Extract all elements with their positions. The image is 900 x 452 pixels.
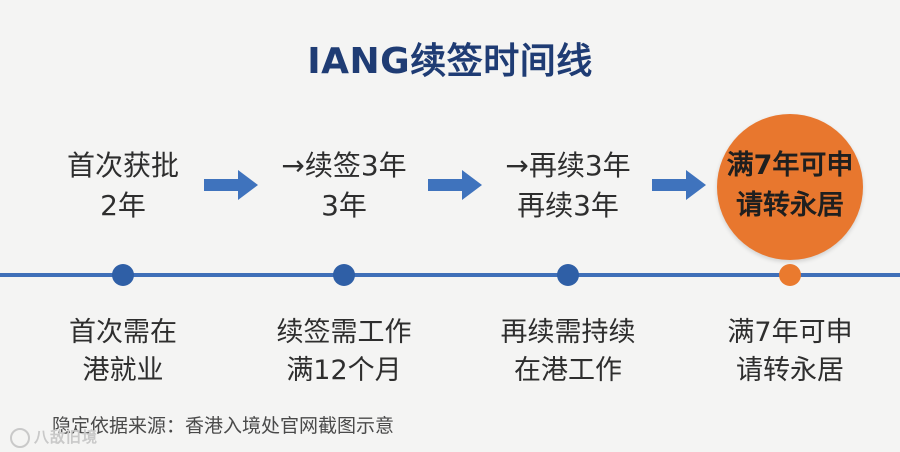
stage-3-line1: →再续3年: [505, 149, 631, 182]
requirement-2-line1: 续签需工作: [276, 317, 412, 348]
timeline-dot-1: [112, 264, 134, 286]
stage-1-line1: 首次获批: [66, 149, 179, 182]
requirement-4-line1: 满7年可申: [727, 317, 853, 348]
stage-4: 满7年可申 请转永居: [717, 146, 863, 226]
stage-2-line1: →续签3年: [281, 149, 407, 182]
page-title: IANG续签时间线: [307, 41, 593, 82]
arrow-right-icon: [204, 170, 258, 200]
requirement-1-line1: 首次需在: [69, 317, 177, 348]
requirement-2-line2: 满12个月: [286, 355, 402, 386]
requirement-3: 再续需持续 在港工作: [468, 314, 668, 390]
stage-3: →再续3年 再续3年: [478, 146, 658, 226]
timeline-line: [0, 273, 900, 277]
stage-4-line1: 满7年可申: [726, 150, 854, 181]
highlight-circle: [717, 114, 863, 260]
timeline-dot-4: [779, 264, 801, 286]
arrow-right-icon: [652, 170, 706, 200]
watermark-text: 八敌旧境: [34, 428, 99, 446]
stage-2: →续签3年 3年: [254, 146, 434, 226]
timeline-dot-3: [557, 264, 579, 286]
requirement-3-line1: 再续需持续: [500, 317, 636, 348]
stage-1: 首次获批 2年: [33, 146, 213, 226]
stage-1-line2: 2年: [100, 189, 146, 222]
watermark-logo-icon: [10, 427, 30, 448]
watermark: 八敌旧境: [10, 426, 98, 448]
stage-3-line2: 再续3年: [517, 189, 619, 222]
stage-2-line2: 3年: [321, 189, 367, 222]
requirement-4: 满7年可申 请转永居: [690, 314, 890, 390]
source-note: 隐定依据来源：香港入境处官网截图示意: [52, 415, 395, 437]
requirement-1-line2: 港就业: [82, 355, 164, 386]
stage-4-line2: 请转永居: [736, 190, 844, 221]
requirement-3-line2: 在港工作: [514, 355, 622, 386]
requirement-4-line2: 请转永居: [736, 355, 844, 386]
timeline-dot-2: [333, 264, 355, 286]
requirement-1: 首次需在 港就业: [23, 314, 223, 390]
requirement-2: 续签需工作 满12个月: [244, 314, 444, 390]
arrow-right-icon: [428, 170, 482, 200]
